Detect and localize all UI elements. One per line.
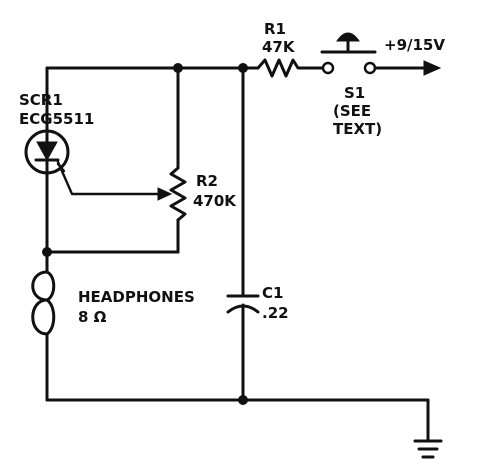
- r2-potentiometer: [169, 66, 187, 254]
- scr1-ref-label: SCR1: [19, 91, 63, 109]
- junction-dot: [42, 247, 52, 257]
- s1-ref-label: S1: [344, 84, 365, 102]
- s1-note-line1: (SEE: [333, 102, 371, 120]
- headphones-impedance-label: 8 Ω: [78, 308, 107, 326]
- junction-dot: [173, 63, 183, 73]
- headphones-symbol: [31, 270, 56, 336]
- s1-pushbutton-switch: [320, 32, 377, 75]
- junction-dot: [238, 395, 248, 405]
- ground-symbol: [413, 439, 443, 459]
- r2-value-label: 470K: [193, 192, 237, 210]
- scr1-symbol: [24, 129, 70, 175]
- supply-output-arrow: [373, 60, 442, 76]
- junction-dot: [238, 63, 248, 73]
- supply-label: +9/15V: [384, 36, 445, 54]
- gate-wire: [56, 160, 173, 201]
- c1-capacitor: [226, 66, 260, 402]
- headphones-label: HEADPHONES: [78, 288, 195, 306]
- bottom-rail-wire: [45, 398, 430, 442]
- r2-ref-label: R2: [196, 172, 218, 190]
- r1-resistor: [256, 58, 324, 78]
- s1-note-line2: TEXT): [333, 120, 382, 138]
- c1-ref-label: C1: [262, 284, 283, 302]
- junction-dots: [42, 63, 248, 405]
- r1-value-label: 47K: [262, 38, 296, 56]
- scr1-part-label: ECG5511: [19, 110, 94, 128]
- r1-ref-label: R1: [264, 20, 286, 38]
- left-lower-wire: [45, 171, 180, 402]
- c1-value-label: .22: [262, 304, 289, 322]
